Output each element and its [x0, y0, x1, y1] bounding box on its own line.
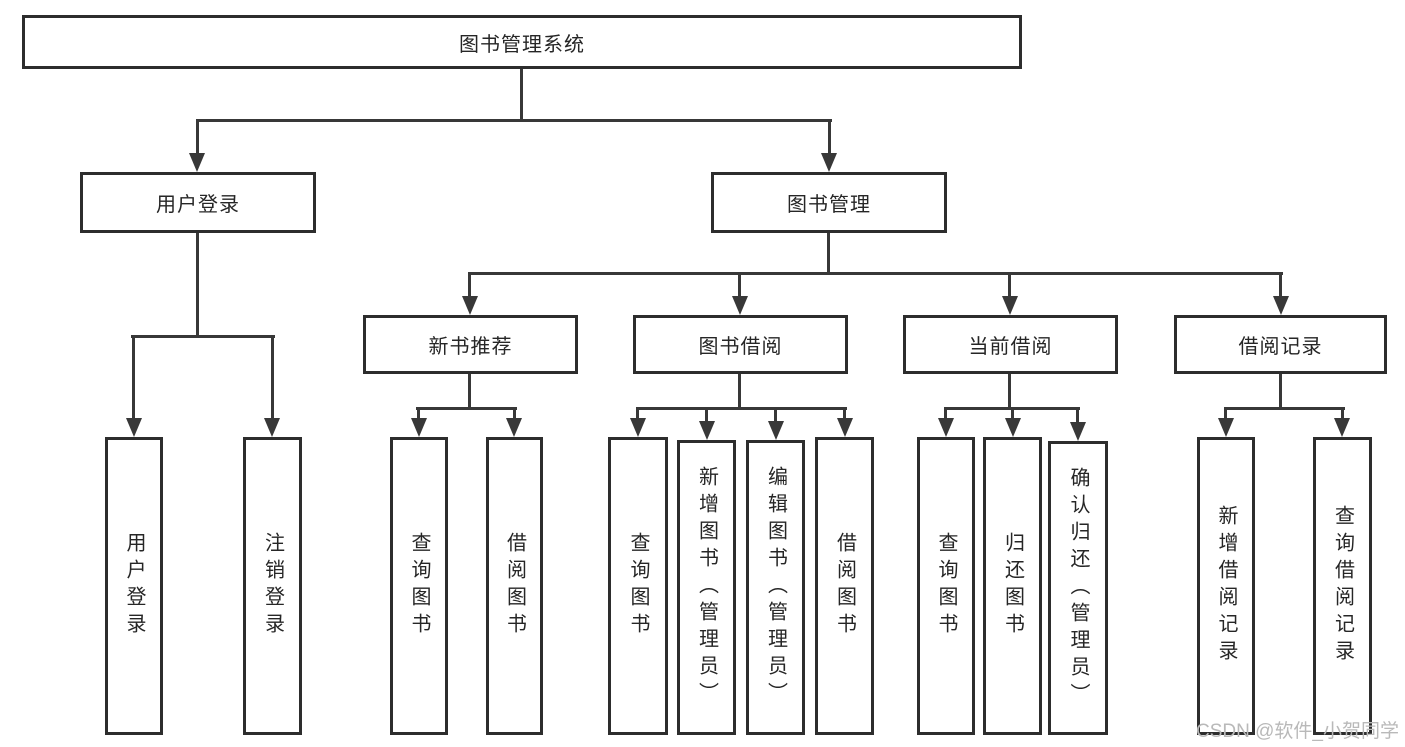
- node-label: 用户登录: [156, 194, 240, 216]
- leaf-label: 新增借阅记录: [1215, 505, 1237, 667]
- connector-line: [132, 335, 135, 423]
- node-label: 图书借阅: [698, 336, 783, 358]
- arrowhead-down-icon: [699, 421, 715, 440]
- leaf-label: 归还图书: [1001, 532, 1024, 640]
- leaf-label: 借阅图书: [833, 532, 856, 640]
- arrowhead-down-icon: [126, 418, 142, 437]
- leaf-label: 查询借阅记录: [1331, 505, 1354, 667]
- node-label: 当前借阅: [968, 336, 1053, 358]
- connector-line: [1011, 407, 1014, 423]
- connector-line: [513, 407, 516, 423]
- connector-line: [1341, 407, 1344, 423]
- connector-line: [468, 272, 471, 300]
- leaf-label: 编辑图书（管理员）: [764, 466, 787, 709]
- leaf-label: 注销登录: [261, 532, 284, 640]
- arrowhead-down-icon: [1334, 418, 1350, 437]
- leaf-add-book-admin: 新增图书（管理员）: [677, 440, 736, 735]
- arrowhead-down-icon: [938, 418, 954, 437]
- connector-line: [738, 373, 741, 410]
- leaf-confirm-return-admin: 确认归还（管理员）: [1048, 441, 1108, 735]
- node-label: 图书管理: [787, 194, 871, 216]
- connector-line: [827, 232, 830, 275]
- leaf-label: 用户登录: [123, 532, 145, 640]
- arrowhead-down-icon: [768, 421, 784, 440]
- arrowhead-down-icon: [1273, 296, 1289, 315]
- connector-line: [705, 407, 708, 425]
- connector-line: [520, 68, 523, 122]
- node-book-borrow: 图书借阅: [633, 315, 848, 374]
- arrowhead-down-icon: [462, 296, 478, 315]
- connector-line: [636, 407, 847, 410]
- connector-line: [416, 407, 517, 410]
- node-new-book-recommend: 新书推荐: [363, 315, 578, 374]
- arrowhead-down-icon: [837, 418, 853, 437]
- connector-line: [1224, 407, 1227, 423]
- arrowhead-down-icon: [506, 418, 522, 437]
- leaf-query-books-recommend: 查询图书: [390, 437, 448, 735]
- leaf-label: 确认归还（管理员）: [1067, 466, 1089, 710]
- arrowhead-down-icon: [189, 153, 205, 172]
- connector-line: [271, 335, 274, 423]
- node-label: 借阅记录: [1238, 336, 1323, 358]
- connector-line: [1008, 373, 1011, 410]
- node-borrow-records: 借阅记录: [1174, 315, 1387, 374]
- arrowhead-down-icon: [1218, 418, 1234, 437]
- node-root-label: 图书管理系统: [459, 33, 585, 56]
- connector-line: [196, 119, 832, 122]
- connector-line: [196, 232, 199, 338]
- leaf-borrow-books: 借阅图书: [815, 437, 874, 735]
- leaf-edit-book-admin: 编辑图书（管理员）: [746, 440, 805, 735]
- leaf-query-books-borrow: 查询图书: [608, 437, 668, 735]
- arrowhead-down-icon: [1005, 418, 1021, 437]
- arrowhead-down-icon: [821, 153, 837, 172]
- node-book-management: 图书管理: [711, 172, 947, 233]
- watermark-text: CSDN @软件_小贺同学: [1196, 721, 1399, 742]
- leaf-logout: 注销登录: [243, 437, 302, 735]
- connector-line: [944, 407, 947, 423]
- leaf-label: 借阅图书: [503, 532, 526, 640]
- arrowhead-down-icon: [1070, 422, 1086, 441]
- connector-line: [468, 373, 471, 410]
- leaf-label: 查询图书: [408, 532, 430, 640]
- node-root: 图书管理系统: [22, 15, 1022, 69]
- connector-line: [636, 407, 639, 423]
- connector-line: [1279, 272, 1282, 300]
- arrowhead-down-icon: [1002, 296, 1018, 315]
- leaf-return-book: 归还图书: [983, 437, 1042, 735]
- connector-line: [131, 335, 275, 338]
- arrowhead-down-icon: [411, 418, 427, 437]
- connector-line: [738, 272, 741, 300]
- connector-line: [417, 407, 420, 423]
- arrowhead-down-icon: [732, 296, 748, 315]
- leaf-borrow-books-recommend: 借阅图书: [486, 437, 543, 735]
- node-user-login-group: 用户登录: [80, 172, 316, 233]
- leaf-query-borrow-record: 查询借阅记录: [1313, 437, 1372, 735]
- connector-line: [1008, 272, 1011, 300]
- connector-line: [1279, 373, 1282, 410]
- leaf-label: 查询图书: [935, 532, 957, 640]
- connector-line: [1224, 407, 1345, 410]
- node-current-borrow: 当前借阅: [903, 315, 1118, 374]
- connector-line: [843, 407, 846, 423]
- connector-line: [469, 272, 1283, 275]
- arrowhead-down-icon: [264, 418, 280, 437]
- leaf-add-borrow-record: 新增借阅记录: [1197, 437, 1255, 735]
- arrowhead-down-icon: [630, 418, 646, 437]
- leaf-label: 查询图书: [627, 532, 649, 640]
- connector-line: [1076, 407, 1079, 426]
- leaf-user-login: 用户登录: [105, 437, 163, 735]
- connector-line: [828, 119, 831, 157]
- connector-line: [196, 119, 199, 157]
- leaf-label: 新增图书（管理员）: [695, 466, 718, 709]
- leaf-query-books-current: 查询图书: [917, 437, 975, 735]
- connector-line: [774, 407, 777, 425]
- node-label: 新书推荐: [428, 336, 513, 358]
